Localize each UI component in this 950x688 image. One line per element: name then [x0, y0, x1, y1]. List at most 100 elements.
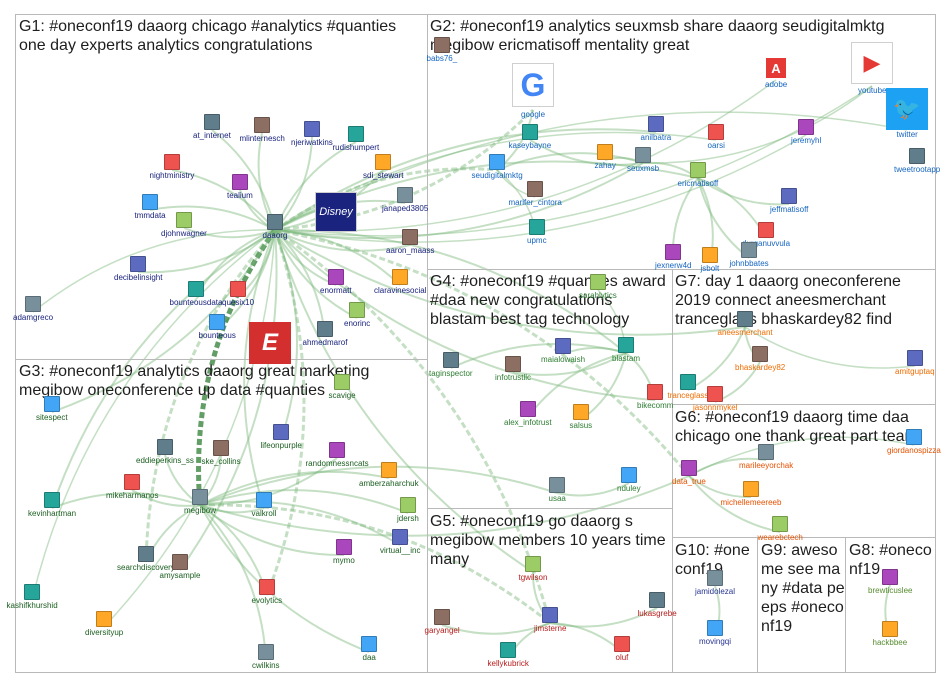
edge-megibow-data_true: [199, 475, 690, 537]
youtube-logo[interactable]: ▶: [851, 42, 893, 84]
node-label: kevinhartman: [28, 509, 77, 518]
avatar: [259, 579, 275, 595]
node-label: bounteous: [198, 331, 236, 340]
node-label: diversityup: [85, 628, 124, 637]
edge-seuxmsb-kaseybayne: [529, 139, 644, 166]
avatar: [434, 609, 450, 625]
node-label: enorinc: [344, 319, 371, 328]
node-label: jeremyhl: [791, 136, 822, 145]
edge-daaorg-seuxmsb: [274, 162, 644, 240]
edge-daaorg-google: [274, 108, 535, 232]
edge-megibow-amberzaharchuk: [199, 470, 390, 506]
edge-daaorg-megibow: [196, 228, 278, 506]
avatar: [392, 529, 408, 545]
avatar: [130, 256, 146, 272]
edge-daaorg-youtube: [274, 85, 873, 237]
avatar: [138, 546, 154, 562]
node-label: cwilkins: [252, 661, 280, 670]
edge-daaorg-sitespect: [51, 229, 276, 413]
node-label: giordanospizza: [887, 446, 941, 455]
avatar: [500, 642, 516, 658]
group-box-g7: [672, 269, 936, 405]
google-logo-text: G: [520, 66, 546, 103]
avatar: [743, 481, 759, 497]
disney-logo-text: Disney: [319, 206, 353, 218]
node-label: twitter: [896, 130, 918, 139]
avatar: [25, 296, 41, 312]
avatar: [124, 474, 140, 490]
edge-daaorg-nightministry: [171, 169, 276, 231]
edge-megibow-jdersh: [199, 489, 409, 514]
avatar: [690, 162, 706, 178]
espn-logo-text: E: [261, 329, 278, 356]
group-box-g10: [672, 537, 758, 673]
node-label: tweetrootapp: [894, 165, 941, 174]
node-label: jsbolt: [700, 264, 720, 273]
node-label: marileeyorchak: [739, 461, 794, 470]
group-title-g7: G7: day 1 daaorg oneconferene 2019 conne…: [675, 273, 901, 328]
edge-megibow-cwilkins: [199, 504, 267, 661]
edge-daaorg-evolytics: [265, 229, 306, 596]
edge-daaorg-kashifkhurshid: [31, 229, 276, 601]
avatar: [213, 440, 229, 456]
node-label: njeriwatkins: [291, 138, 333, 147]
twitter-logo[interactable]: 🐦: [886, 88, 928, 130]
node-label: marifer_cintora: [508, 198, 562, 207]
edge-daaorg-djohnwagner: [183, 227, 276, 239]
avatar: [707, 620, 723, 636]
avatar: [665, 244, 681, 260]
node-label: ericmatisoff: [677, 179, 719, 188]
node-label: michellemeereeb: [720, 498, 782, 507]
node-label: oluf: [615, 653, 629, 662]
edge-daaorg-valkroll: [243, 229, 276, 509]
node-label: kaseybayne: [508, 141, 552, 150]
node-label: searchdiscovery: [117, 563, 175, 572]
node-label: jimsterne: [534, 624, 567, 633]
node-label: oarsi: [707, 141, 725, 150]
avatar: [230, 281, 246, 297]
node-label: janaped3805: [382, 204, 429, 213]
avatar: [164, 154, 180, 170]
edge-daaorg-adamgreco: [32, 229, 276, 313]
node-label: aneesmerchant: [717, 328, 773, 337]
node-label: megibow: [184, 506, 217, 515]
node-label: bhaskardey82: [735, 363, 786, 372]
avatar: [328, 269, 344, 285]
avatar: [758, 222, 774, 238]
node-label: zahay: [594, 161, 616, 170]
espn-logo[interactable]: E: [249, 322, 291, 364]
avatar: [707, 570, 723, 586]
node-label: nightministry: [149, 171, 195, 180]
avatar: [400, 497, 416, 513]
edge-megibow-mikeharmanos: [131, 489, 201, 507]
node-label: eddieperkins_ss: [136, 456, 194, 465]
avatar: [907, 350, 923, 366]
avatar: [267, 214, 283, 230]
group-title-g1: G1: #oneconf19 daaorg chicago #analytics…: [19, 18, 397, 54]
avatar: [520, 401, 536, 417]
disney-logo[interactable]: Disney: [315, 192, 357, 232]
edge-daaorg-jimsterne: [274, 228, 552, 624]
node-label: jeffmatisoff: [770, 205, 809, 214]
avatar: [204, 114, 220, 130]
node-label: usaa: [548, 494, 566, 503]
avatar: [752, 346, 768, 362]
avatar: [349, 302, 365, 318]
edge-megibow-valkroll: [199, 504, 265, 514]
node-label: virtual__inc: [380, 546, 421, 555]
avatar: [758, 444, 774, 460]
adobe-logo[interactable]: A: [766, 58, 786, 78]
avatar: [527, 181, 543, 197]
node-label: decibelinsight: [114, 273, 163, 282]
node-label: brewticuslee: [868, 586, 913, 595]
node-label: mymo: [333, 556, 355, 565]
avatar: [597, 144, 613, 160]
google-logo[interactable]: G: [512, 63, 554, 107]
node-label: tranceglass: [667, 391, 709, 400]
edge-data_true-wearebctech: [688, 475, 781, 533]
node-label: quesix10: [222, 298, 255, 307]
node-label: kellykubrick: [487, 659, 529, 668]
node-label: tmmdata: [134, 211, 166, 220]
node-label: data_true: [672, 477, 706, 486]
